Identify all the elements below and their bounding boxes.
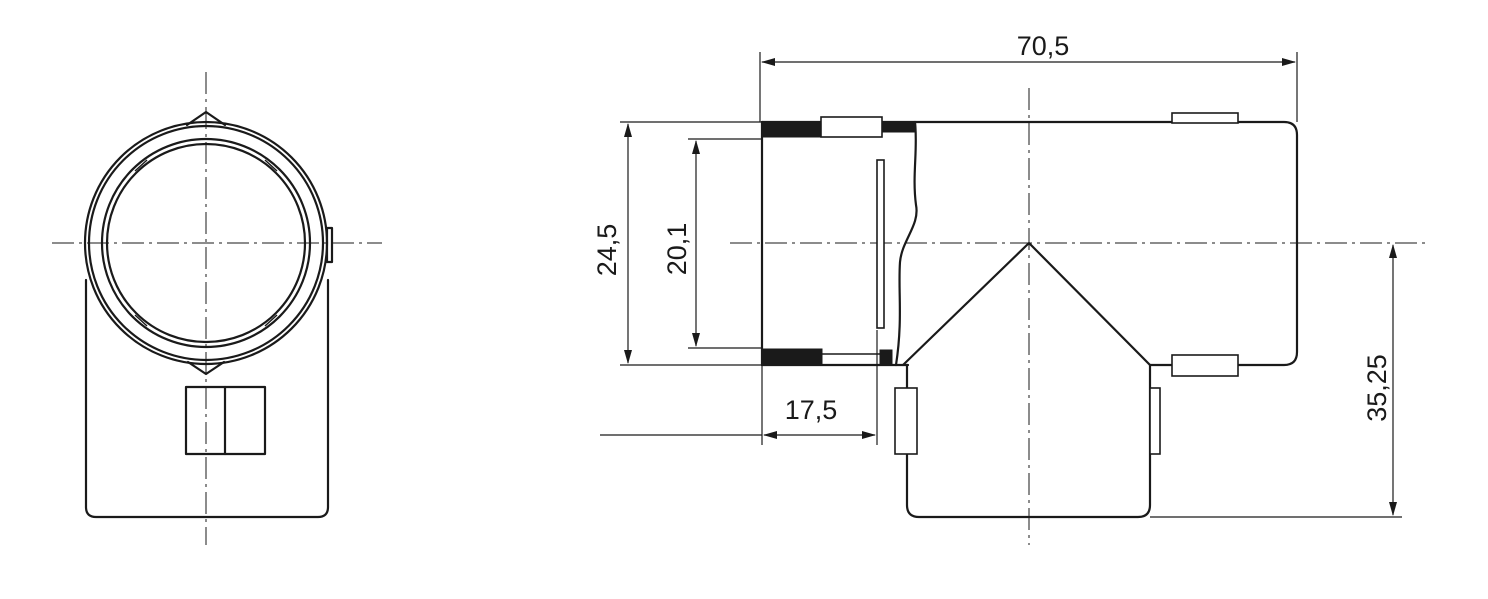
end-view-ring-notch [264,314,278,327]
front-view-bottom-wall-band-right [879,349,893,366]
front-view-branch-pad-left [894,387,918,455]
front-view-top-pad-left [820,116,883,138]
dimensions: 70,5 24,5 20,1 17,5 35,25 [592,31,1402,518]
front-view-branch-pad-right [1149,387,1161,455]
front-view-main-tube [760,120,1299,367]
dim-inner-diameter-label: 20,1 [662,223,692,276]
front-view-branch-chevron [901,241,1152,367]
dim-overall-length-label: 70,5 [1017,31,1070,61]
end-view-body [84,278,330,519]
front-view [730,88,1425,545]
front-view-branch-tube [905,363,1152,519]
end-view-ring-notch [264,159,278,172]
end-view-bore-circle [105,142,307,344]
end-view-ring-notch [134,159,148,172]
end-view-bottom-lug [186,360,226,376]
end-view-inner-ring [100,137,312,349]
front-view-top-wall-band-right [879,121,916,133]
front-view-bottom-pad-right [1171,354,1239,377]
front-view-retaining-pin [876,159,885,329]
end-view-ring-notch [134,314,148,327]
front-view-break-line [894,120,918,367]
front-view-bottom-wall-band [761,348,823,366]
dim-outer-diameter-label: 24,5 [592,224,622,277]
dim-socket-depth-label: 17,5 [785,395,838,425]
end-view-outer-ring [87,124,325,362]
end-view-top-lug [185,110,227,127]
end-view [52,72,382,545]
front-view-top-wall-band [761,121,823,138]
end-view-outer-circle [83,120,329,366]
dim-branch-height-label: 35,25 [1362,354,1392,422]
front-view-top-pad-right [1171,112,1239,124]
